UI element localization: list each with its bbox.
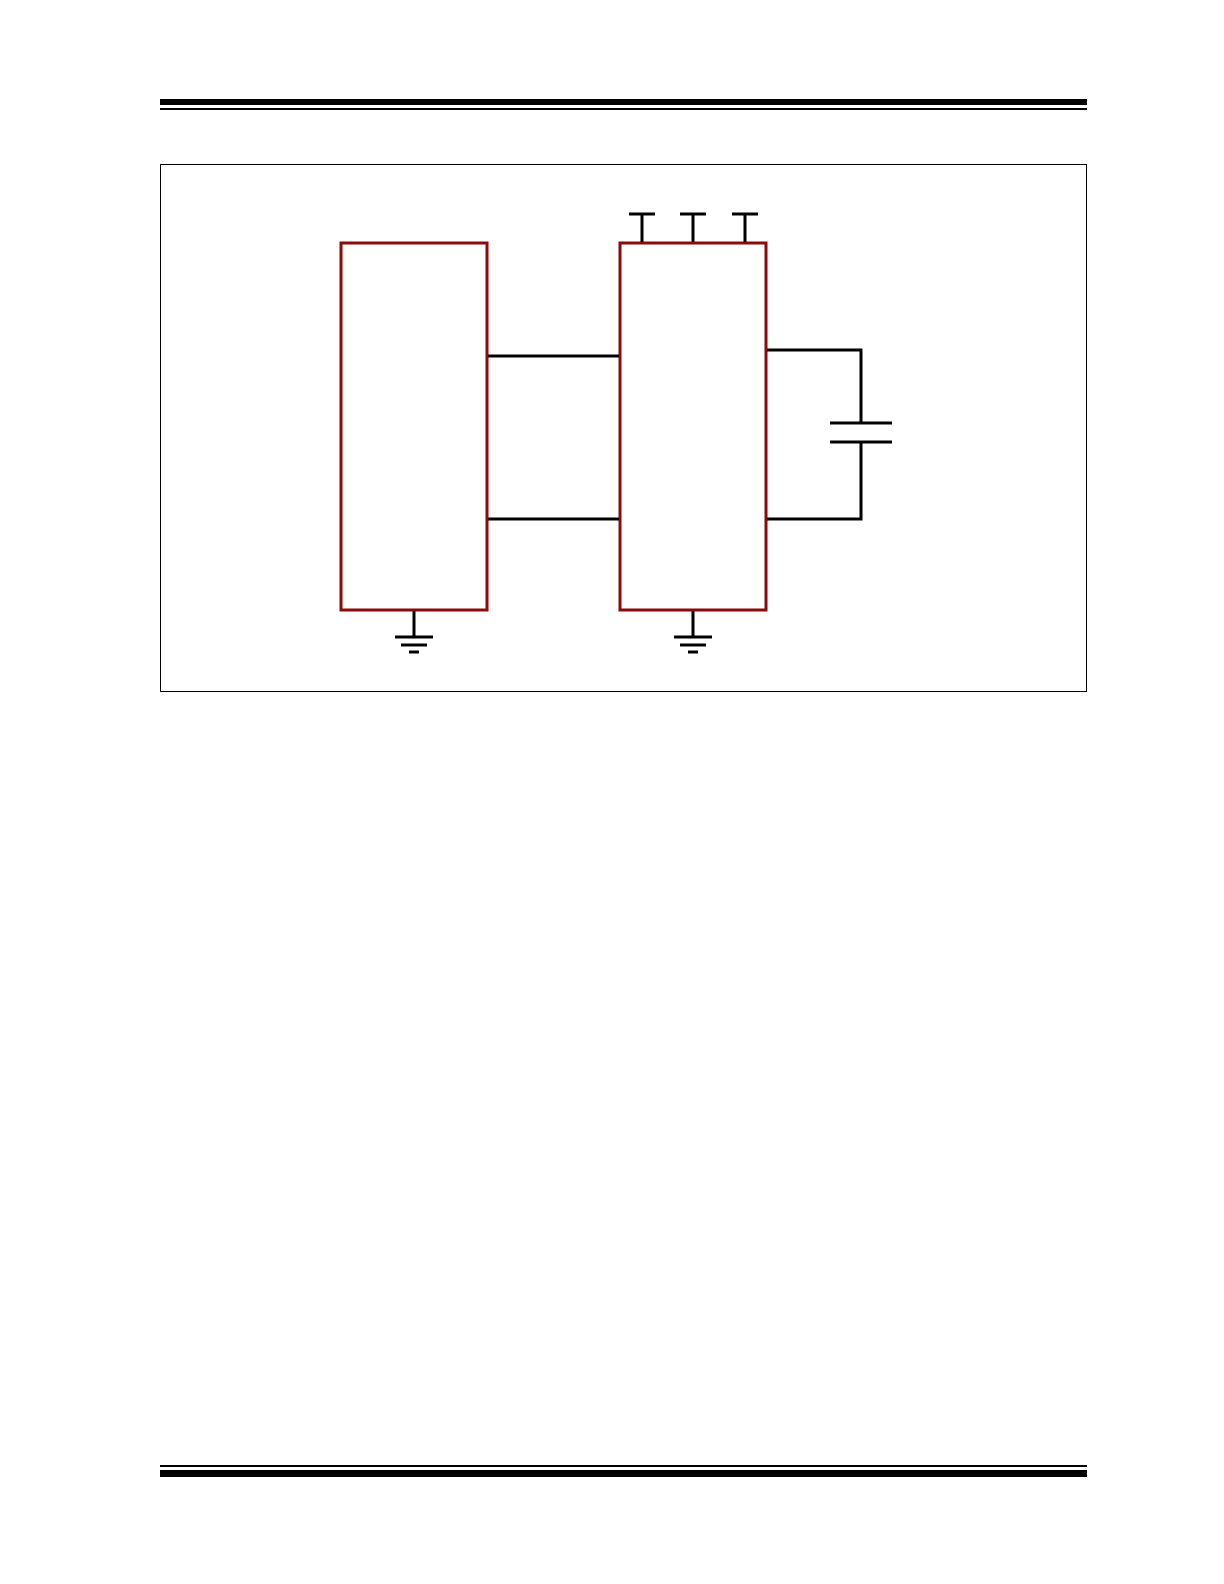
- header-rule-thin: [160, 108, 1087, 110]
- ground-icon-left: [395, 611, 433, 654]
- supply-pin-1: [629, 212, 655, 242]
- capacitor-wire-bottom: [767, 442, 863, 521]
- supply-pin-2: [680, 212, 706, 242]
- ground-icon-right: [674, 611, 712, 654]
- right-block: [618, 241, 768, 612]
- header-rule-thick: [160, 99, 1087, 105]
- capacitor-wire-top: [767, 348, 863, 423]
- left-block: [339, 241, 489, 612]
- capacitor-circuit: [767, 348, 892, 521]
- footer-rule-thin: [160, 1465, 1087, 1467]
- supply-pin-3: [732, 212, 758, 242]
- figure-frame: [160, 164, 1087, 692]
- footer-rule-thick: [160, 1470, 1087, 1477]
- schematic-diagram: [339, 212, 892, 654]
